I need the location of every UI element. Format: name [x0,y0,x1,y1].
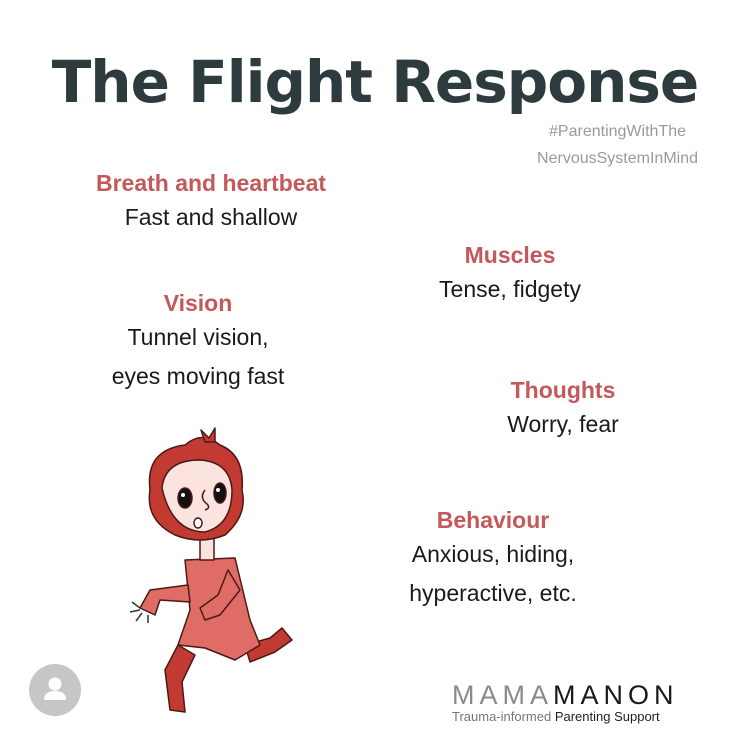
hashtag-line: NervousSystemInMind [537,150,698,167]
section-text: Tunnel vision, [127,324,269,350]
section-muscles: Muscles Tense, fidgety [439,240,581,309]
section-thoughts: Thoughts Worry, fear [507,375,619,444]
logo-name-light: MAMA [452,680,553,710]
brand-logo: MAMAMANON Trauma-informed Parenting Supp… [452,681,679,724]
section-text: eyes moving fast [111,363,285,389]
section-text: hyperactive, etc. [409,580,577,606]
hashtag: #ParentingWithThe NervousSystemInMind [537,118,698,172]
section-heading: Vision [163,290,233,316]
section-heading: Thoughts [510,377,616,403]
hashtag-line: #ParentingWithThe [549,123,686,140]
logo-tagline-light: Trauma-informed [452,709,555,724]
section-text: Fast and shallow [124,204,298,230]
section-vision: Vision Tunnel vision, eyes moving fast [112,288,285,396]
section-text: Worry, fear [507,411,619,437]
profile-avatar[interactable] [29,664,81,716]
section-heading: Breath and heartbeat [95,170,327,196]
running-child-illustration [129,427,293,713]
user-icon [44,677,66,700]
section-heading: Behaviour [436,507,550,533]
section-text: Tense, fidgety [439,276,581,302]
section-heading: Muscles [464,242,556,268]
section-behaviour: Behaviour Anxious, hiding, hyperactive, … [409,505,576,613]
section-text: Anxious, hiding, [411,541,575,567]
page-title: The Flight Response [51,48,700,116]
logo-name-dark: MANON [553,680,679,710]
logo-tagline-dark: Parenting Support [554,709,660,724]
section-breath: Breath and heartbeat Fast and shallow [96,168,326,237]
